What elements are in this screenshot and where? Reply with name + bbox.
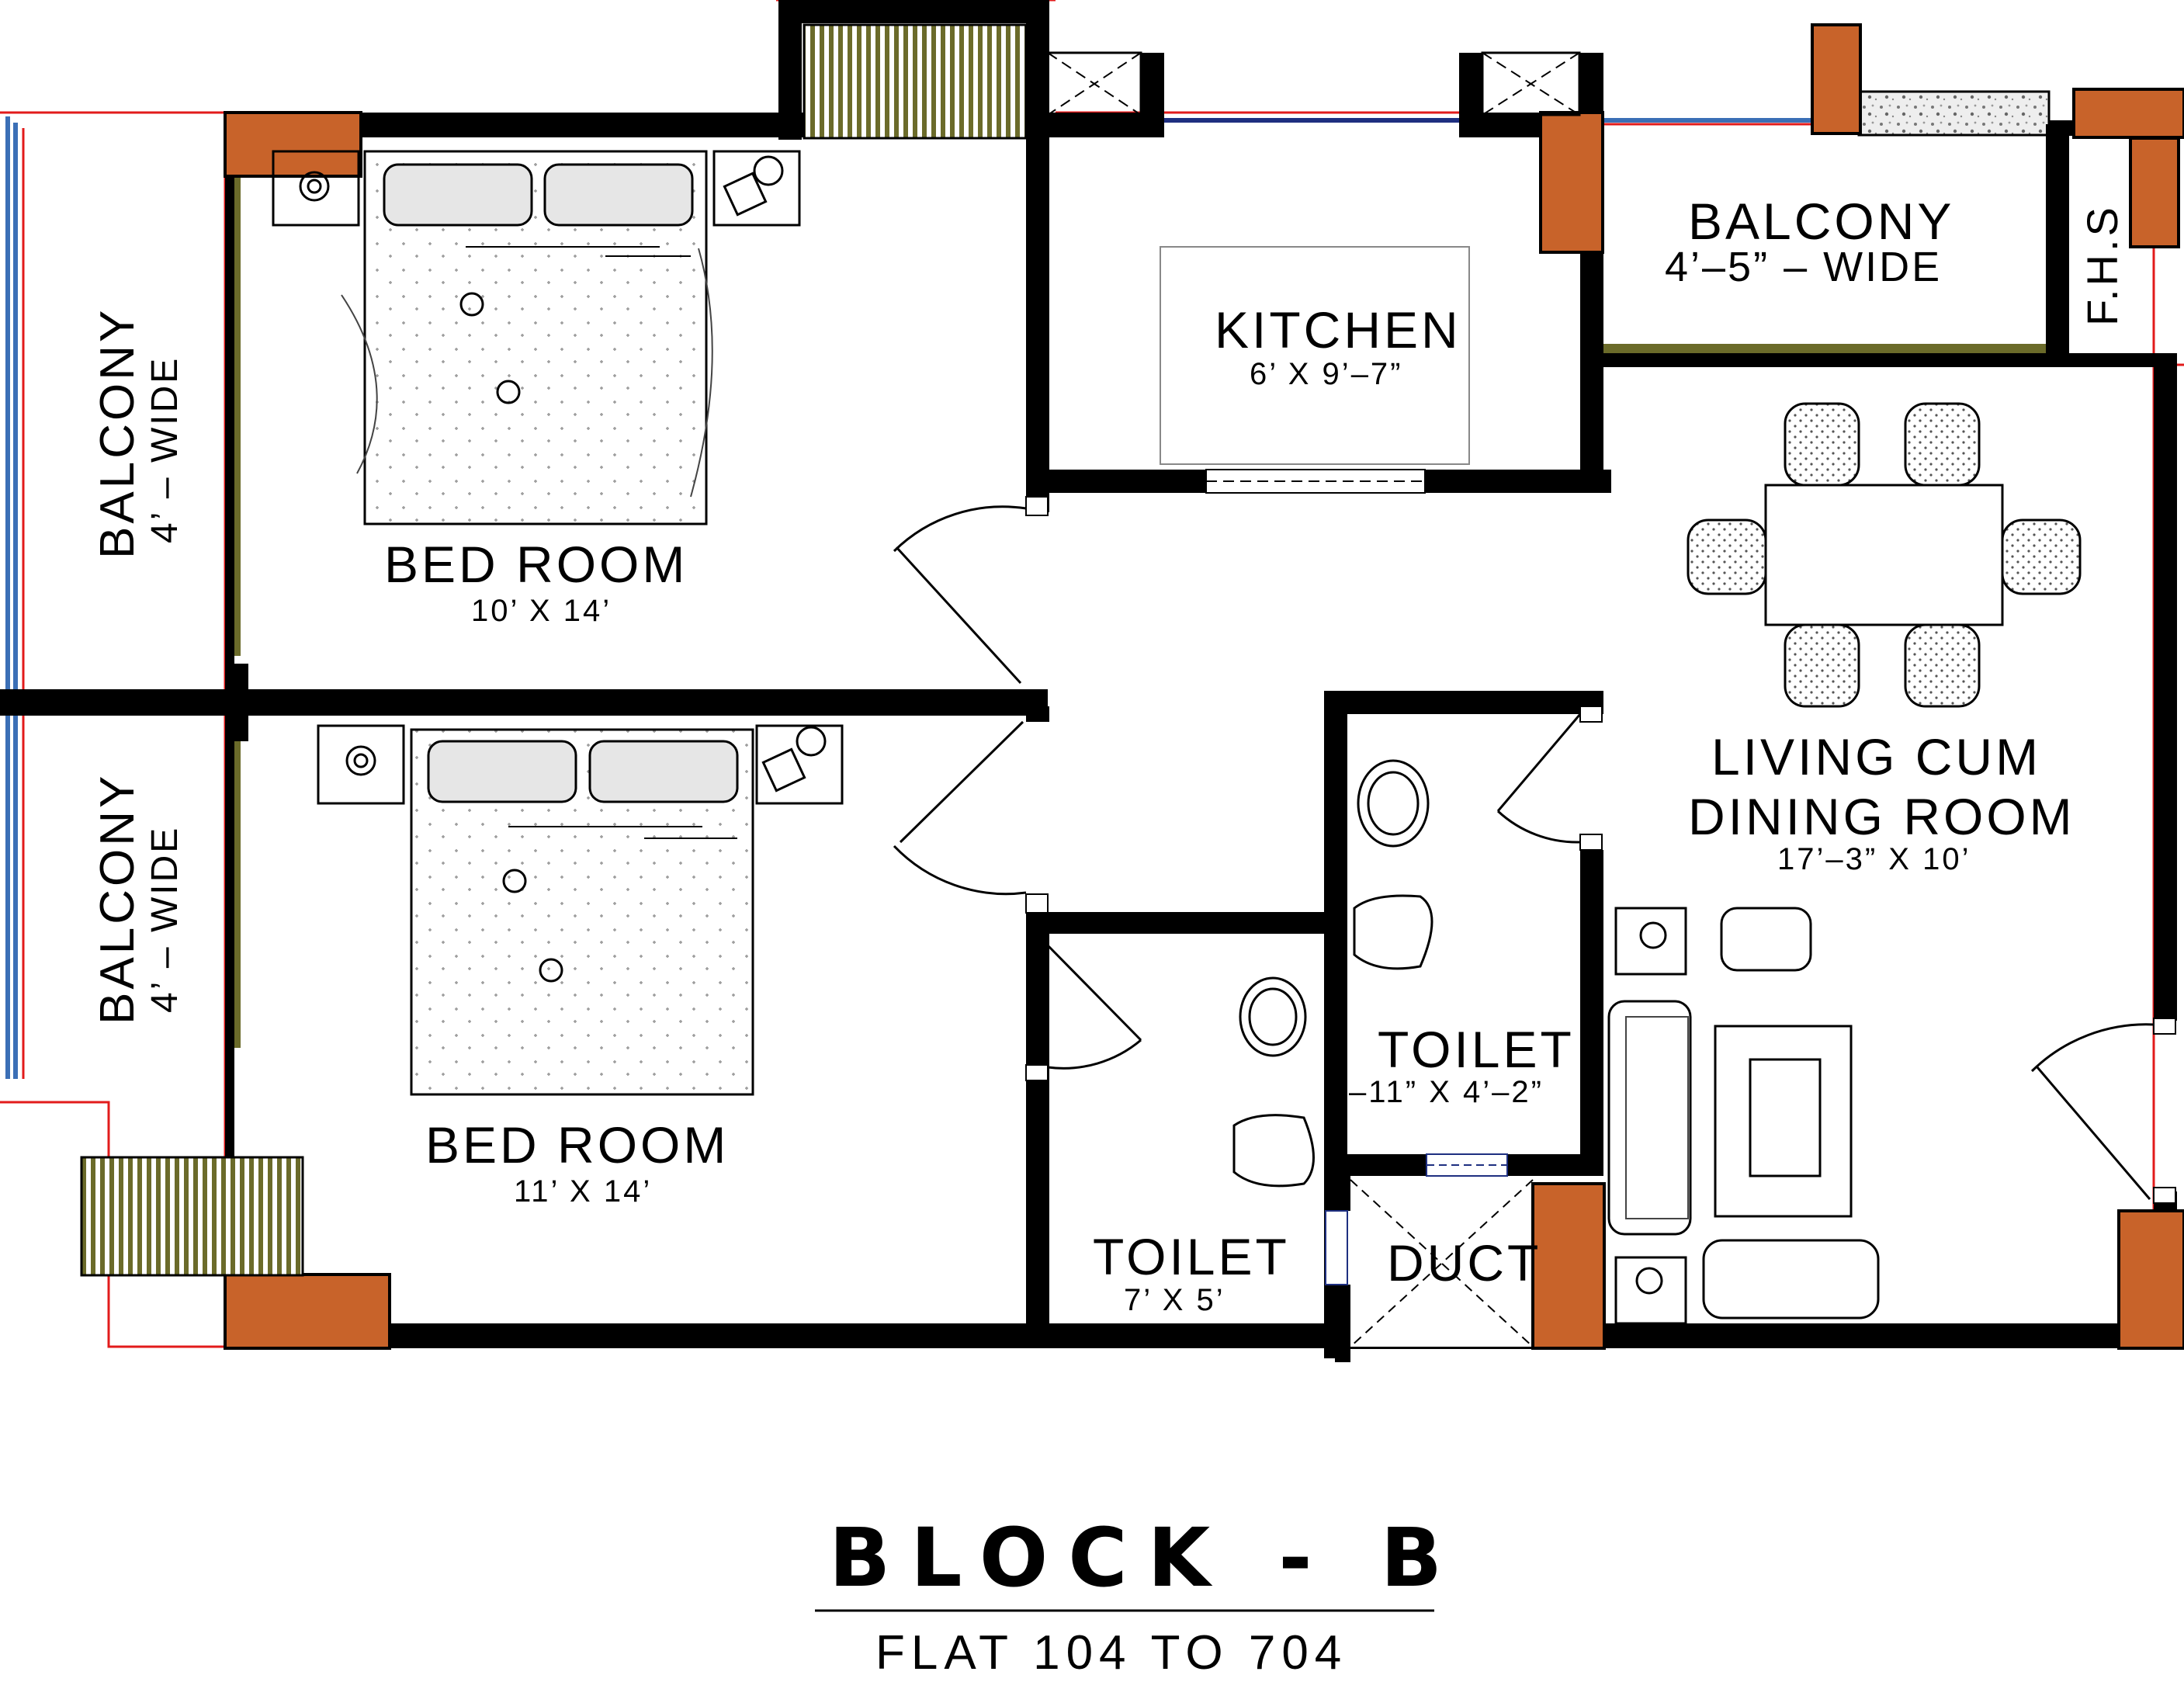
living-label-line1: LIVING CUM xyxy=(1711,728,2041,786)
kitchen-label: KITCHEN xyxy=(1215,301,1461,359)
living-dims: 17’–3” X 10’ xyxy=(1777,842,1971,876)
columns xyxy=(224,23,2184,1350)
balcony-left-2-label: BALCONY xyxy=(91,773,144,1025)
living-label-line2: DINING ROOM xyxy=(1688,788,2075,845)
dining-set xyxy=(1687,402,2082,708)
stair-grille-top xyxy=(803,23,1028,140)
stair-grille-left xyxy=(80,1156,304,1277)
column xyxy=(1811,23,1862,135)
column xyxy=(2117,1209,2184,1350)
column xyxy=(224,1273,391,1350)
column xyxy=(2072,88,2184,139)
bed-1 xyxy=(272,150,801,525)
column xyxy=(1539,111,1604,254)
balcony-top-label: BALCONY xyxy=(1688,192,1954,250)
bed-room-2-dims: 11’ X 14’ xyxy=(514,1174,652,1209)
toilet-fixtures xyxy=(1232,759,1433,1188)
kitchen-dims: 6’ X 9’–7” xyxy=(1250,357,1403,391)
column xyxy=(1531,1182,1606,1350)
bed-room-1-label: BED ROOM xyxy=(384,536,688,593)
balcony-railing-top xyxy=(1164,90,2051,355)
balcony-left-1-label: BALCONY xyxy=(91,307,144,559)
column xyxy=(2129,137,2180,248)
duct-label: DUCT xyxy=(1387,1234,1541,1292)
balcony-left-2-dims: 4’ – WIDE xyxy=(144,826,185,1013)
doors xyxy=(893,496,2176,1204)
window-boxes xyxy=(1046,51,1581,1285)
fhs-label: F.H.S xyxy=(2078,204,2127,326)
kitchen-platform xyxy=(1160,246,1470,465)
toilet-2-dims: 7’ X 5’ xyxy=(1124,1283,1225,1317)
toilet-2-label: TOILET xyxy=(1093,1228,1290,1285)
living-furniture xyxy=(1607,907,1880,1325)
balcony-left-1-dims: 4’ – WIDE xyxy=(144,356,185,543)
toilet-1-label: TOILET xyxy=(1378,1021,1575,1078)
column xyxy=(224,111,362,178)
plan-subtitle: FLAT 104 TO 704 xyxy=(875,1626,1347,1680)
bed-2 xyxy=(317,724,844,1096)
balcony-top-dims: 4’–5” – WIDE xyxy=(1665,244,1942,290)
duct-cross xyxy=(1350,1179,1534,1347)
bed-room-2-label: BED ROOM xyxy=(425,1116,729,1174)
plan-title: BLOCK - B xyxy=(829,1510,1462,1605)
bed-room-1-dims: 10’ X 14’ xyxy=(471,594,612,628)
toilet-1-dims: –11” X 4’–2” xyxy=(1349,1075,1544,1109)
